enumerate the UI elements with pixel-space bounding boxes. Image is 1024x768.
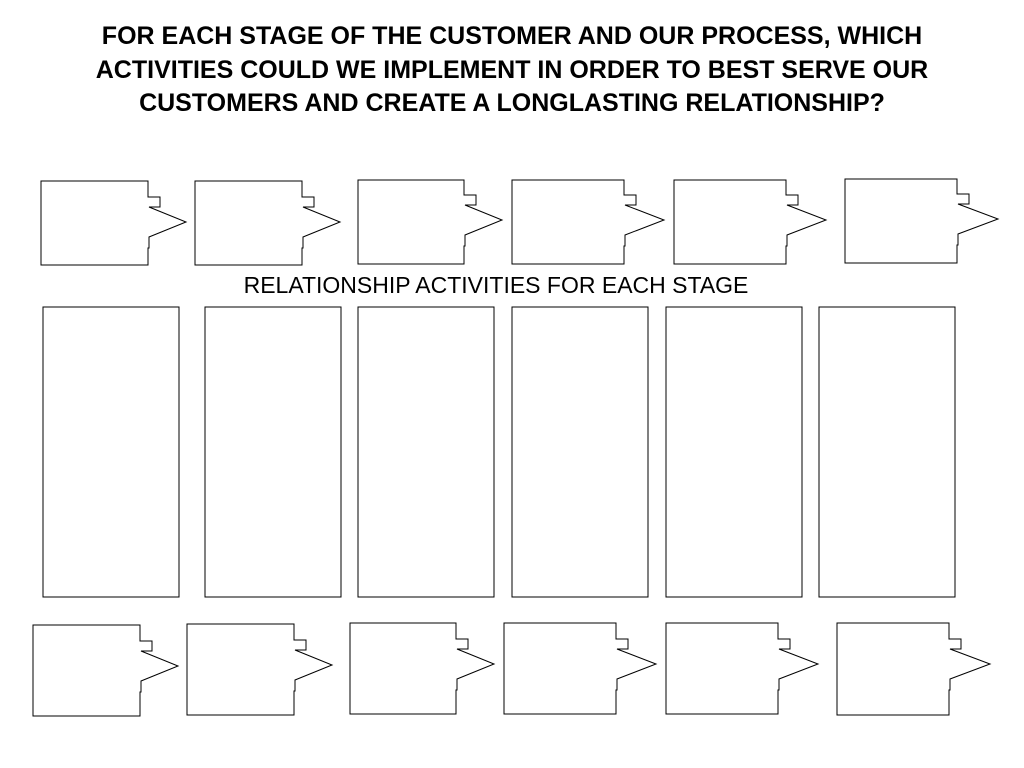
customer-stage-arrow-6 bbox=[844, 178, 1000, 264]
customer-stage-arrow-4 bbox=[511, 179, 666, 265]
activity-box-5 bbox=[665, 306, 803, 598]
activity-box-1 bbox=[42, 306, 180, 598]
customer-stage-arrow-3 bbox=[357, 179, 504, 265]
activity-box-4 bbox=[511, 306, 649, 598]
activity-box-6 bbox=[818, 306, 956, 598]
customer-stages-row bbox=[40, 178, 1000, 266]
process-stage-arrow-5 bbox=[665, 622, 820, 715]
process-stage-arrow-2 bbox=[186, 623, 334, 716]
activity-box-3 bbox=[357, 306, 495, 598]
section-label: RELATIONSHIP ACTIVITIES FOR EACH STAGE bbox=[243, 272, 749, 298]
customer-stage-arrow-2 bbox=[194, 180, 342, 266]
slide-title: FOR EACH STAGE OF THE CUSTOMER AND OUR P… bbox=[95, 22, 929, 117]
activity-columns-row bbox=[42, 306, 956, 598]
process-stages-row bbox=[32, 622, 992, 717]
customer-stage-arrow-5 bbox=[673, 179, 828, 265]
activity-box-2 bbox=[204, 306, 342, 598]
process-stage-arrow-3 bbox=[349, 622, 496, 715]
customer-stage-arrow-1 bbox=[40, 180, 188, 266]
process-stage-arrow-4 bbox=[503, 622, 658, 715]
process-stage-arrow-1 bbox=[32, 624, 180, 717]
process-stage-arrow-6 bbox=[836, 622, 992, 716]
